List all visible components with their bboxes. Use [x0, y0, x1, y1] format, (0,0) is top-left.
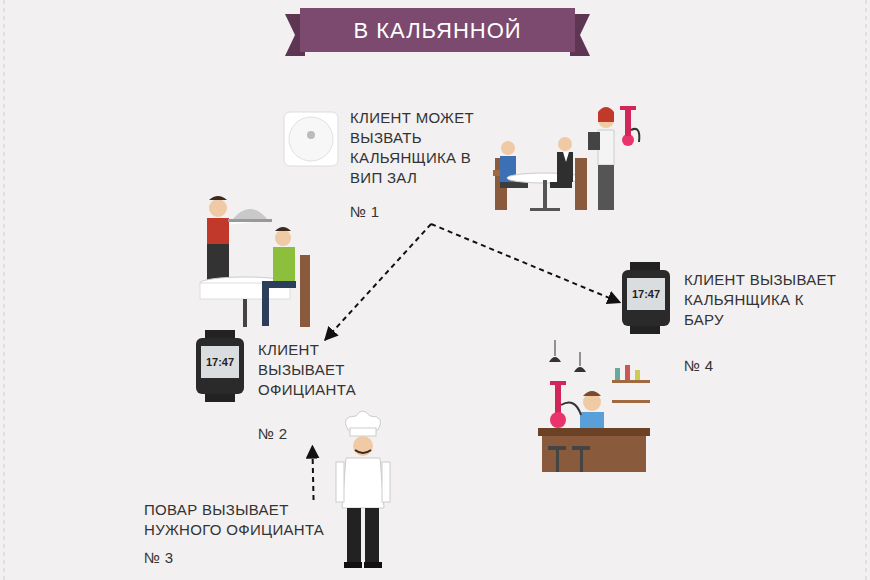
watch-time: 17:47 — [201, 346, 239, 378]
callout-group: КЛИЕНТ МОЖЕТ ВЫЗВАТЬ КАЛЬЯНЩИКА В ВИП ЗА… — [282, 108, 492, 224]
callout-text: КЛИЕНТ ВЫЗЫВАЕТ ОФИЦИАНТА — [258, 340, 366, 400]
callout-group: КЛИЕНТ ВЫЗЫВАЕТ КАЛЬЯНЩИКА К БАРУ № 4 — [620, 270, 852, 378]
callout-number: № 4 — [684, 356, 848, 376]
callout-text: КЛИЕНТ ВЫЗЫВАЕТ КАЛЬЯНЩИКА К БАРУ — [684, 270, 848, 330]
callout-number: № 3 — [144, 548, 331, 568]
callout-group: ПОВАР ВЫЗЫВАЕТ НУЖНОГО ОФИЦИАНТА № 3 — [140, 500, 335, 570]
dashed-arrow — [325, 224, 431, 340]
dashed-arrow — [431, 224, 620, 302]
callout-text: КЛИЕНТ МОЖЕТ ВЫЗВАТЬ КАЛЬЯНЩИКА В ВИП ЗА… — [350, 108, 488, 188]
callout-text: ПОВАР ВЫЗЫВАЕТ НУЖНОГО ОФИЦИАНТА — [144, 500, 331, 540]
dashed-arrow — [312, 446, 313, 500]
callout-number: № 2 — [258, 424, 366, 444]
title: В КАЛЬЯННОЙ — [300, 10, 575, 52]
callout-group: КЛИЕНТ ВЫЗЫВАЕТ ОФИЦИАНТА № 2 — [190, 340, 370, 446]
callout-number: № 1 — [350, 202, 488, 222]
watch-time: 17:47 — [627, 278, 665, 310]
